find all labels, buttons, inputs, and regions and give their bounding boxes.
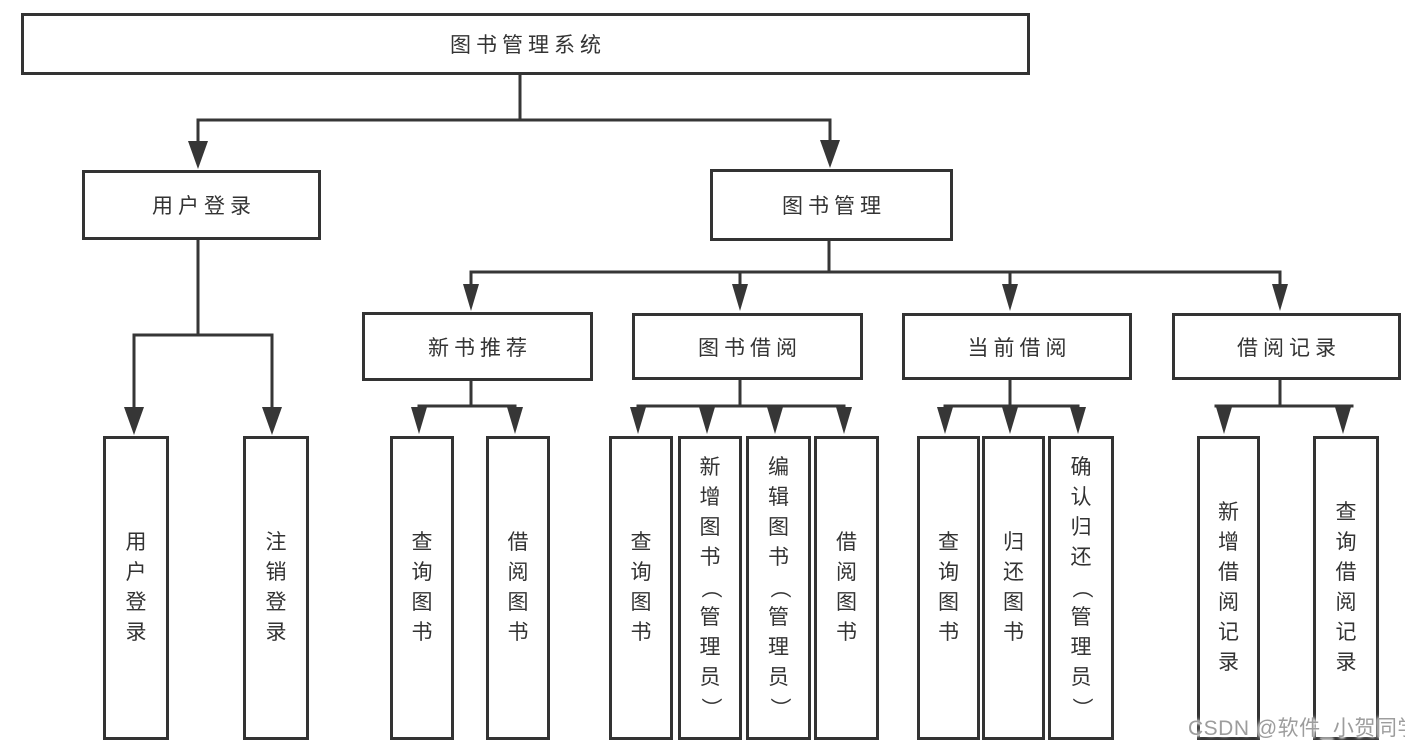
leaf-label: 查询图书: [938, 531, 959, 644]
leaf-add-borrow-record: 新增借阅记录: [1197, 436, 1260, 740]
leaf-logout-login: 注销登录: [243, 436, 309, 740]
node-label: 图书借阅: [698, 336, 802, 360]
node-label: 借阅记录: [1237, 336, 1341, 360]
node-label: 新书推荐: [428, 336, 532, 360]
node-library-management-system: 图书管理系统: [21, 13, 1030, 75]
node-borrow-records: 借阅记录: [1172, 313, 1401, 380]
leaf-confirm-return-admin: 确认归还（管理员）: [1048, 436, 1114, 740]
leaf-label: 查询图书: [630, 531, 652, 644]
watermark: CSDN @软件_小贺同学: [1188, 717, 1405, 740]
node-label: 图书管理: [782, 195, 886, 218]
leaf-label: 借阅图书: [507, 531, 529, 644]
leaf-query-book-under-current: 查询图书: [917, 436, 980, 740]
leaf-label: 新增图书（管理员）: [699, 456, 722, 719]
connector-book-management-children: [463, 232, 1288, 311]
leaf-label: 用户登录: [125, 531, 147, 644]
node-book-management: 图书管理: [710, 169, 953, 241]
node-label: 当前借阅: [967, 336, 1072, 360]
connector-borrow-records-children: [1214, 371, 1354, 434]
leaf-label: 归还图书: [1003, 531, 1024, 644]
leaf-label: 确认归还（管理员）: [1070, 456, 1093, 719]
node-new-book-recommend: 新书推荐: [362, 312, 593, 381]
leaf-label: 注销登录: [265, 531, 287, 644]
leaf-user-login: 用户登录: [103, 436, 169, 740]
leaf-borrow-book-under-new-book: 借阅图书: [486, 436, 550, 740]
node-book-borrow: 图书借阅: [632, 313, 863, 380]
leaf-query-borrow-record: 查询借阅记录: [1313, 436, 1379, 740]
connector-book-borrow-children: [630, 371, 852, 434]
connector-current-borrow-children: [937, 371, 1086, 434]
leaf-label: 查询借阅记录: [1335, 501, 1357, 674]
leaf-query-book-under-new-book: 查询图书: [390, 436, 454, 740]
leaf-label: 查询图书: [411, 531, 433, 644]
node-label: 用户登录: [152, 195, 256, 218]
connector-new-book-children: [411, 372, 523, 434]
node-label: 图书管理系统: [450, 34, 606, 57]
leaf-edit-book-admin: 编辑图书（管理员）: [746, 436, 811, 740]
leaf-borrow-book-under-borrow: 借阅图书: [814, 436, 879, 740]
connector-user-login-children: [124, 231, 282, 435]
node-current-borrow: 当前借阅: [902, 313, 1132, 380]
node-user-login: 用户登录: [82, 170, 321, 240]
leaf-add-book-admin: 新增图书（管理员）: [678, 436, 742, 740]
leaf-label: 编辑图书（管理员）: [767, 456, 791, 719]
leaf-label: 借阅图书: [836, 531, 857, 644]
connector-root-to-level2: [188, 64, 840, 169]
leaf-return-book: 归还图书: [982, 436, 1045, 740]
leaf-query-book-under-borrow: 查询图书: [609, 436, 673, 740]
leaf-label: 新增借阅记录: [1218, 501, 1239, 674]
